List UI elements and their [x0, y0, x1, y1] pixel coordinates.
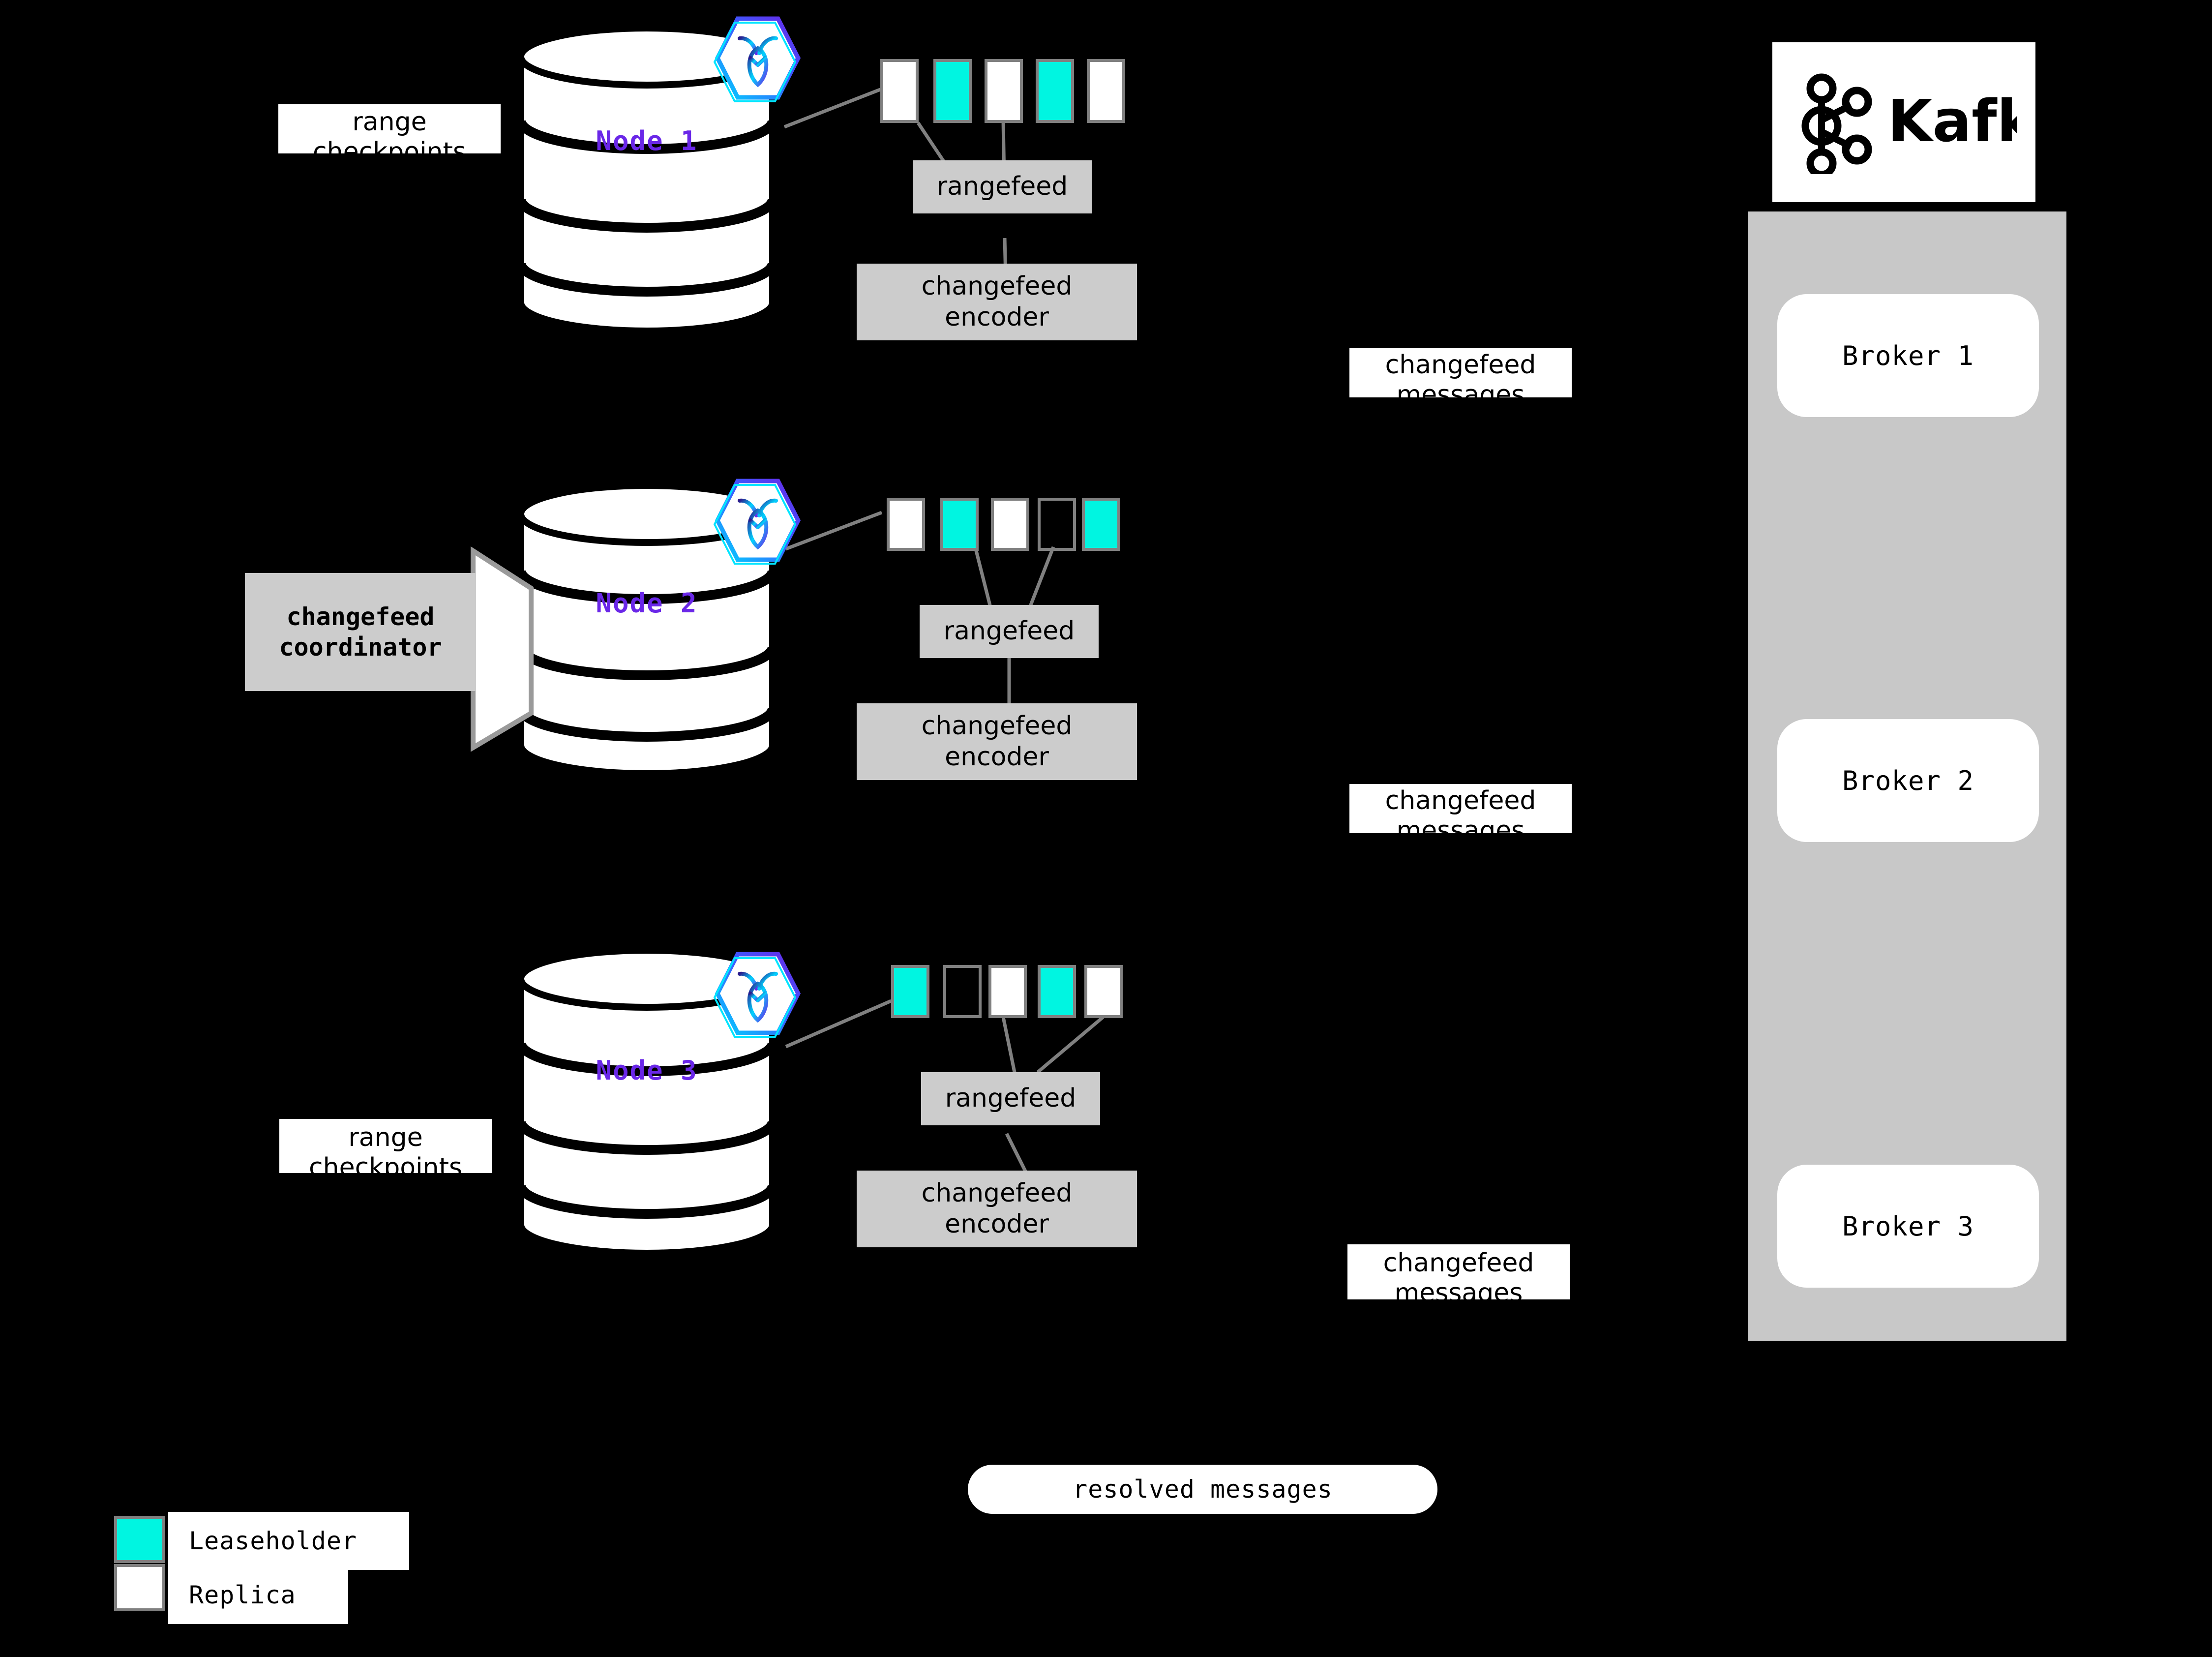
cockroachdb-logo-icon-node-1: [709, 14, 803, 102]
node-2-label: Node 2: [596, 588, 698, 619]
node-2-replica-3[interactable]: [991, 498, 1029, 551]
node-2-rangefeed-box[interactable]: rangefeed: [920, 605, 1099, 658]
node-2-replica-5[interactable]: [1082, 498, 1120, 551]
broker-3[interactable]: Broker 3: [1777, 1165, 2039, 1288]
legend-swatch-leaseholder: [114, 1516, 165, 1563]
changefeed-messages-text-2: changefeed messages: [1385, 786, 1536, 846]
node-3-label: Node 3: [596, 1055, 698, 1086]
node-1-replica-4[interactable]: [1036, 59, 1074, 123]
node-1-changefeed-encoder-box[interactable]: changefeed encoder: [857, 264, 1137, 340]
changefeed-messages-label-3: changefeed messages: [1347, 1244, 1570, 1308]
changefeed-messages-label-1: changefeed messages: [1349, 348, 1572, 410]
node-1-label: Node 1: [596, 125, 698, 156]
cockroachdb-logo-icon-node-2: [709, 476, 803, 565]
node-2-changefeed-encoder-box[interactable]: changefeed encoder: [857, 703, 1137, 780]
node-2-replica-2[interactable]: [940, 498, 979, 551]
node-3-range-checkpoints-text: range checkpoints: [309, 1123, 462, 1183]
changefeed-messages-text-1: changefeed messages: [1385, 350, 1536, 410]
node-1-replica-5[interactable]: [1087, 59, 1125, 123]
legend-swatch-replica: [114, 1564, 165, 1611]
node-3-rangefeed-box[interactable]: rangefeed: [921, 1072, 1100, 1125]
node-2-replica-4[interactable]: [1038, 498, 1076, 551]
cockroachdb-logo-icon-node-3: [709, 949, 803, 1038]
node-3-replica-1[interactable]: [891, 965, 929, 1018]
node-3-cylinder: [514, 949, 779, 1254]
node-2-replica-1[interactable]: [887, 498, 925, 551]
node-3-replica-2[interactable]: [943, 965, 982, 1018]
legend-label-replica: Replica: [168, 1566, 348, 1624]
node-1-replica-3[interactable]: [985, 59, 1023, 123]
node-1-replica-1[interactable]: [880, 59, 919, 123]
node-3-replica-3[interactable]: [988, 965, 1027, 1018]
changefeed-coordinator-flange: [468, 546, 537, 753]
node-1-rangefeed-box[interactable]: rangefeed: [913, 160, 1092, 213]
changefeed-coordinator-box[interactable]: changefeed coordinator: [245, 573, 476, 691]
broker-2[interactable]: Broker 2: [1777, 719, 2039, 842]
legend-label-leaseholder: Leaseholder: [168, 1512, 409, 1570]
kafka-logo-icon: Kafka: [1801, 73, 2017, 174]
svg-text:Kafka: Kafka: [1887, 87, 2017, 155]
broker-1[interactable]: Broker 1: [1777, 294, 2039, 417]
node-1-replica-2[interactable]: [933, 59, 972, 123]
changefeed-messages-label-2: changefeed messages: [1349, 784, 1572, 845]
node-3-changefeed-encoder-box[interactable]: changefeed encoder: [857, 1171, 1137, 1247]
resolved-messages-pill[interactable]: resolved messages: [968, 1465, 1437, 1514]
node-3-range-checkpoints-label: range checkpoints: [279, 1119, 492, 1182]
changefeed-messages-text-3: changefeed messages: [1383, 1248, 1534, 1308]
node-1-cylinder: [514, 27, 779, 332]
node-3-replica-4[interactable]: [1038, 965, 1076, 1018]
node-3-replica-5[interactable]: [1084, 965, 1123, 1018]
node-1-range-checkpoints-text: range checkpoints: [313, 107, 466, 167]
kafka-logo-box: Kafka: [1772, 42, 2035, 202]
node-1-range-checkpoints-label: range checkpoints: [278, 104, 501, 167]
